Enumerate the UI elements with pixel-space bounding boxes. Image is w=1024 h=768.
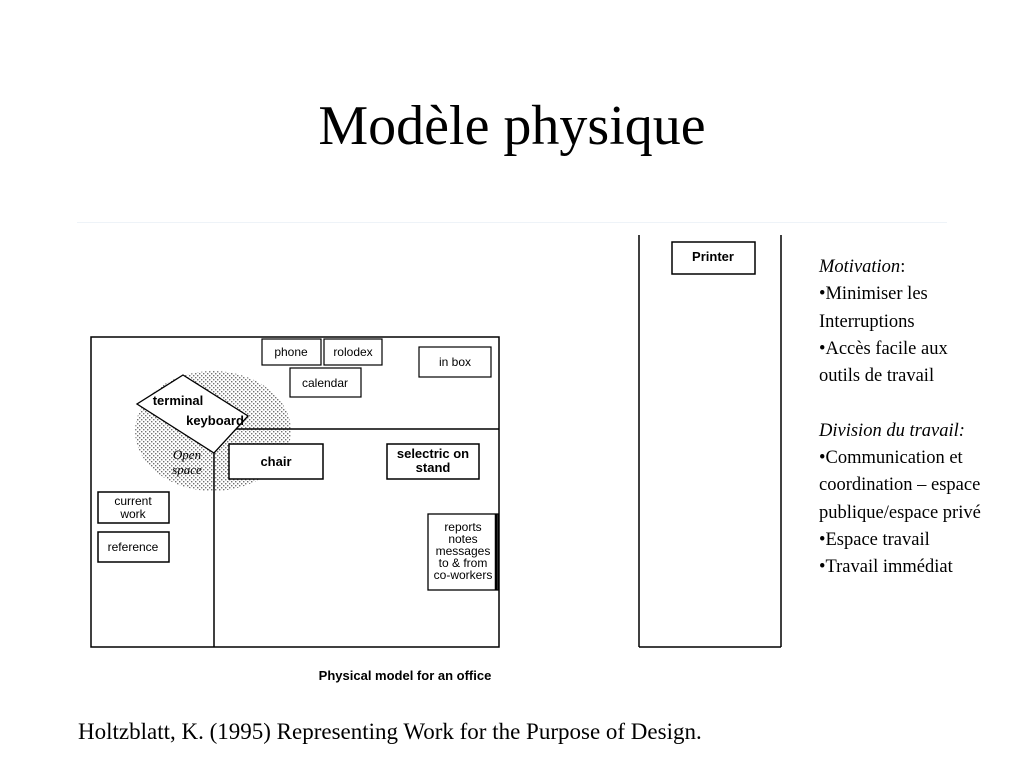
division-item: •Travail immédiat — [819, 557, 953, 578]
division-heading: Division du travail: — [819, 420, 965, 441]
current-work-box — [97, 491, 170, 524]
printer-box — [671, 241, 756, 275]
reports-label-line1: reports — [444, 520, 481, 534]
terminal-label: terminal — [153, 393, 204, 408]
inbox-label: in box — [439, 355, 471, 369]
motivation-heading-line: Motivation: — [819, 254, 1024, 281]
notes-panel: Motivation: •Minimiser les Interruptions… — [819, 254, 1024, 582]
motivation-item: •Accès facile aux — [819, 338, 948, 359]
current-work-label-line1: current — [114, 494, 152, 508]
notes-spacer — [819, 390, 1024, 417]
motivation-item: Interruptions — [819, 311, 915, 332]
slide-title: Modèle physique — [318, 95, 706, 157]
chair-box — [228, 443, 324, 480]
phone-label: phone — [274, 345, 308, 359]
open-space-label-line1: Open — [173, 447, 201, 462]
diagram-caption: Physical model for an office — [319, 668, 492, 683]
motivation-item: outils de travail — [819, 366, 935, 387]
reports-label-line5: co-workers — [434, 568, 493, 582]
selectric-box — [386, 443, 480, 480]
reports-label-line2: notes — [448, 532, 477, 546]
terminal-diamond — [135, 374, 250, 454]
office-room-outline — [90, 336, 500, 648]
division-item: coordination – espace — [819, 475, 981, 496]
rolodex-label: rolodex — [333, 345, 372, 359]
division-item: publique/espace privé — [819, 502, 981, 523]
current-work-label-line2: work — [119, 507, 146, 521]
printer-label: Printer — [692, 249, 734, 264]
citation: Holtzblatt, K. (1995) Representing Work … — [78, 719, 702, 744]
reports-label-line3: messages — [436, 544, 491, 558]
reports-label-line4: to & from — [439, 556, 488, 570]
selectric-label-line2: stand — [416, 460, 451, 475]
reference-box — [97, 531, 170, 563]
calendar-label: calendar — [302, 376, 348, 390]
calendar-box — [289, 367, 362, 398]
motivation-heading: Motivation — [819, 257, 901, 277]
open-space-label-line2: space — [172, 462, 202, 477]
rolodex-box — [323, 338, 383, 366]
reports-box — [427, 513, 499, 591]
division-item: •Communication et — [819, 448, 963, 469]
reference-label: reference — [108, 540, 159, 554]
office-diagram-svg: Printer phone rolodex calendar in box te… — [90, 235, 782, 683]
keyboard-label: keyboard — [186, 413, 244, 428]
motivation-item: •Minimiser les — [819, 284, 928, 305]
phone-box — [261, 338, 322, 366]
division-item: •Espace travail — [819, 529, 930, 550]
chair-label: chair — [260, 454, 291, 469]
motivation-colon: : — [900, 257, 906, 277]
office-diagram: Printer phone rolodex calendar in box te… — [77, 222, 947, 683]
inbox-box — [418, 346, 492, 378]
selectric-label-line1: selectric on — [397, 446, 469, 461]
